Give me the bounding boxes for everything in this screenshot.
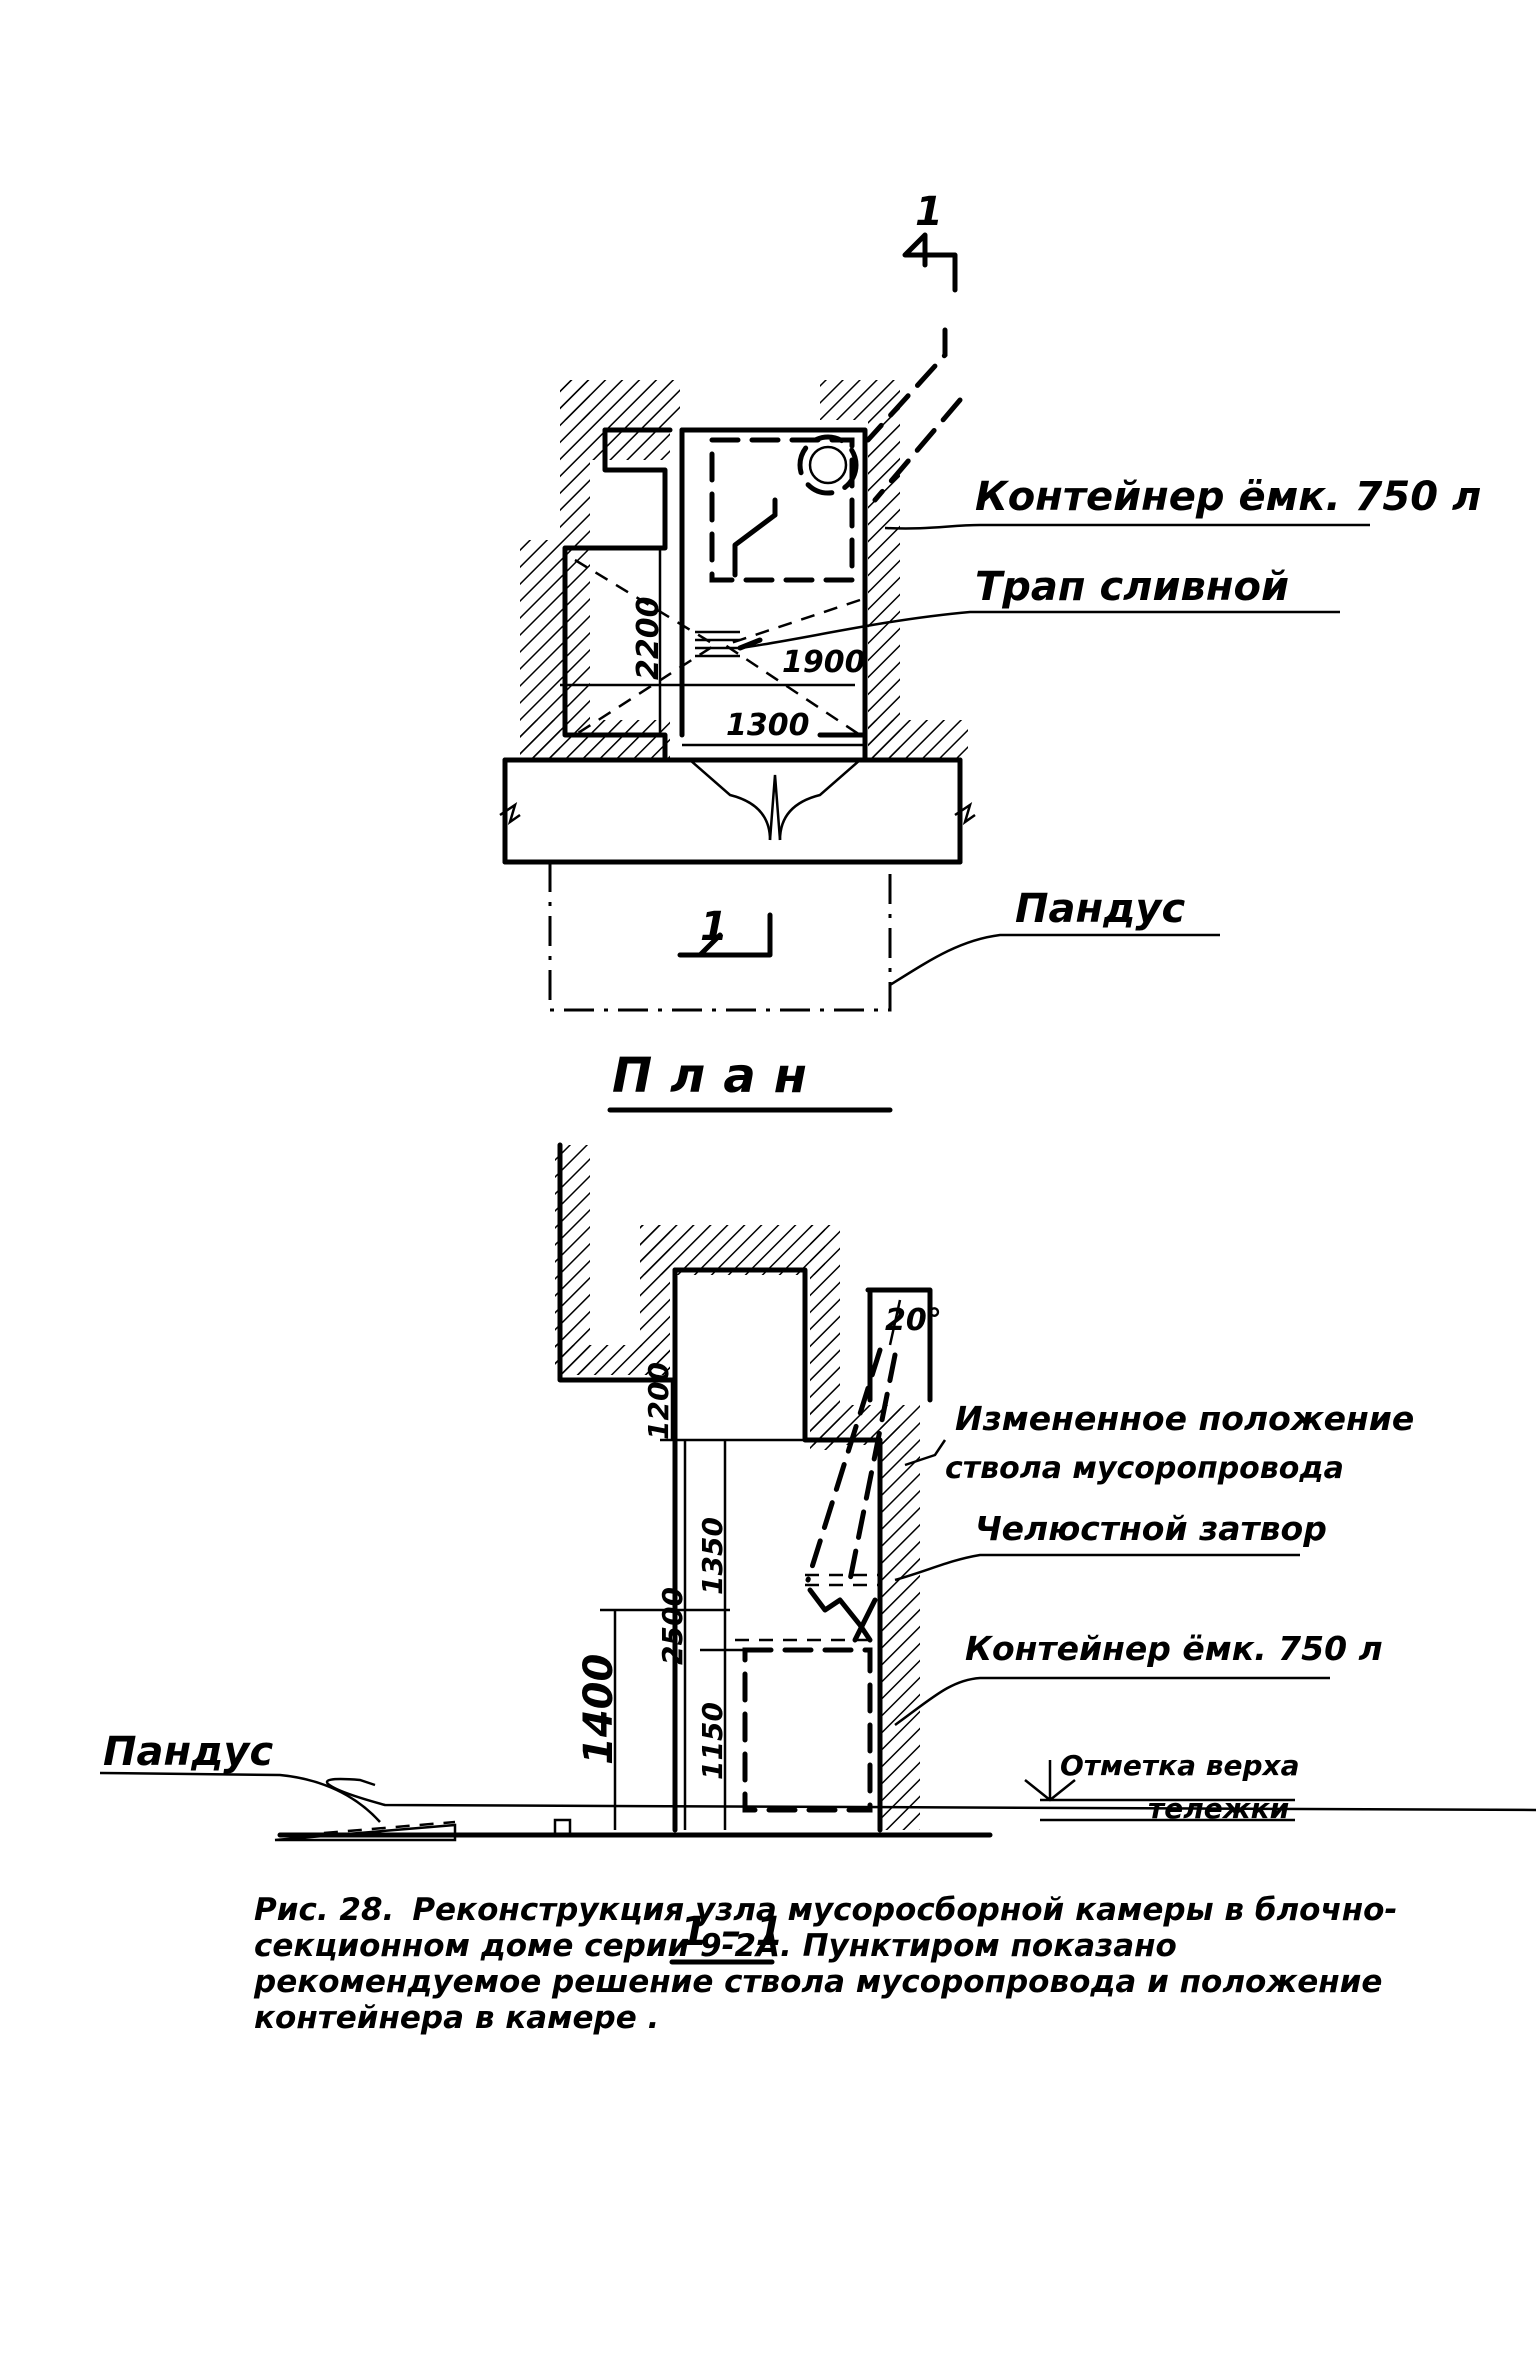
label-drain: Трап сливной	[975, 564, 1289, 610]
label-ramp-section: Пандус	[103, 1729, 273, 1775]
corridor-slab	[499, 757, 976, 865]
label-gate: Челюстной затвор	[975, 1509, 1327, 1548]
label-mark-1: Отметка верха	[1060, 1749, 1300, 1782]
figure-caption: Рис. 28.Реконструкция узла мусоросборной…	[254, 1892, 1434, 2036]
section-cut-bottom: 1	[677, 904, 773, 958]
ramp-section: Пандус	[99, 1729, 457, 1842]
caption-text: Реконструкция узла мусоросборной камеры …	[254, 1892, 1398, 2036]
label-changed-2: ствола мусоропровода	[945, 1451, 1344, 1486]
caption-number: Рис. 28.	[254, 1892, 395, 1928]
angle-20: 20°	[885, 1303, 942, 1338]
label-container-plan: Контейнер ёмк. 750 л	[975, 474, 1481, 520]
plan-walls	[520, 380, 968, 760]
chute-dashed-upper-2	[872, 397, 963, 503]
section-dimensions: 1200 1350 2500 1400 1150	[576, 1362, 830, 1830]
dim-1400: 1400	[576, 1654, 622, 1765]
dim-1300: 1300	[726, 708, 810, 743]
dim-2200: 2200	[631, 597, 666, 681]
slope-lines	[574, 558, 861, 737]
label-ramp-plan: Пандус	[1015, 886, 1185, 932]
dim-1150: 1150	[696, 1702, 729, 1780]
ramp-plan	[548, 862, 892, 1012]
dim-1900: 1900	[782, 645, 866, 680]
dim-1200: 1200	[642, 1362, 675, 1440]
section-outline	[557, 1142, 933, 1833]
section-title: 1 – 1	[680, 1909, 784, 1955]
plan-container	[709, 434, 859, 583]
section-container	[735, 1638, 873, 1813]
chute-changed-dashed	[805, 1299, 902, 1583]
drain-trap	[695, 630, 740, 658]
section-mark-bottom: 1	[700, 904, 728, 950]
dim-1350: 1350	[696, 1517, 729, 1595]
section-mark-top: 1	[915, 189, 943, 235]
section-cut-top: 1	[902, 189, 958, 293]
label-changed-1: Измененное положение	[955, 1399, 1414, 1438]
label-container-section: Контейнер ёмк. 750 л	[965, 1629, 1383, 1668]
jaw-gate	[805, 1573, 880, 1643]
plan-view: 1	[499, 189, 1481, 1113]
label-mark-2: тележки	[1148, 1792, 1289, 1825]
level-mark: Отметка верха тележки	[1024, 1749, 1300, 1825]
plan-dimensions: 2200 1900 1300	[560, 550, 866, 747]
plan-leaders	[739, 523, 1370, 987]
section-walls	[555, 1145, 920, 1830]
section-view: 20° 1200 1350 2500 1400 1150 Измененное …	[99, 1142, 1536, 1965]
section-leaders	[325, 1439, 1536, 1812]
plan-title: План	[612, 1048, 825, 1104]
plan-room-outline	[562, 427, 868, 763]
dim-2500: 2500	[656, 1587, 689, 1665]
floor-step	[553, 1818, 572, 1835]
